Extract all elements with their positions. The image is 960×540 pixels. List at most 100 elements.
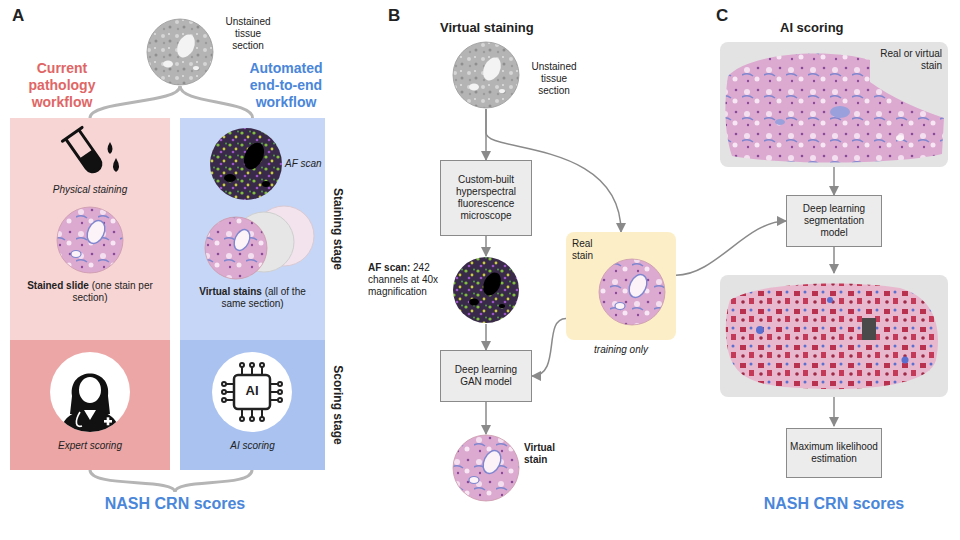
result-label: NASH CRN scores bbox=[734, 494, 934, 513]
virtual-stain-tissue-part bbox=[469, 477, 479, 484]
stage-label: Scoring stage bbox=[330, 325, 346, 485]
text-block: AI bbox=[234, 383, 270, 399]
connector bbox=[180, 86, 253, 118]
autofluorescence-scan bbox=[452, 256, 520, 324]
unstained-tissue-part bbox=[469, 84, 479, 91]
unstained-tissue-part bbox=[174, 32, 199, 61]
doctor-icon-part-part bbox=[78, 376, 102, 404]
doctor-icon-part-part bbox=[84, 410, 96, 420]
tissue-circle: Unstained tissue section bbox=[452, 41, 520, 109]
scoring-band: Expert scoring bbox=[10, 340, 170, 470]
staining-picture bbox=[10, 118, 170, 340]
text-block: AF scan bbox=[285, 158, 325, 170]
connector bbox=[532, 318, 566, 376]
text-block: Custom-built hyperspectral fluorescence … bbox=[444, 174, 528, 222]
staining-picture-part bbox=[57, 207, 123, 273]
staining-band: Physical stainingStained slide(one stain… bbox=[10, 118, 170, 340]
node-text: Real stain bbox=[572, 238, 593, 261]
tissue-circle: Virtual stain bbox=[452, 434, 520, 502]
connector bbox=[833, 167, 835, 195]
text-block: AI scoring bbox=[180, 440, 325, 452]
ai-chip-icon-part-part bbox=[278, 382, 282, 386]
text-block: training only bbox=[566, 344, 676, 356]
staining-picture-part bbox=[113, 158, 119, 172]
virtual-staining-picture-part bbox=[231, 227, 253, 253]
panel-letter: A bbox=[12, 6, 24, 26]
virtual-stain-tissue bbox=[452, 434, 520, 502]
doctor-icon-part-part bbox=[60, 410, 120, 436]
staining-picture-part bbox=[108, 142, 113, 154]
real-stain-tissue-part bbox=[599, 259, 665, 325]
text-block: Expert scoring bbox=[10, 440, 170, 452]
node-text: Maximum likelihood estimation bbox=[790, 441, 878, 464]
text-block: Real or virtual stain bbox=[880, 48, 942, 72]
virtual-staining-picture-part bbox=[205, 217, 267, 279]
text-block: Stained slide(one stain per section) bbox=[20, 280, 160, 304]
connector bbox=[485, 236, 487, 256]
panel-heading: Virtual staining bbox=[440, 20, 534, 36]
flow-arrow bbox=[833, 247, 835, 426]
staining-picture-part bbox=[71, 251, 81, 258]
process-box: Deep learning segmentation model bbox=[786, 195, 882, 247]
result-label: NASH CRN scores bbox=[75, 494, 275, 513]
connector bbox=[485, 324, 487, 350]
node-text: AI scoring bbox=[230, 440, 274, 451]
text-block: Virtual stains(all of the same section) bbox=[186, 286, 319, 310]
autofluorescence-scan-part bbox=[499, 304, 505, 308]
stained-slide-image bbox=[720, 42, 948, 167]
unstained-tissue-part bbox=[163, 61, 173, 68]
result-bracket-part bbox=[175, 470, 252, 492]
unstained-tissue bbox=[452, 41, 520, 109]
ai-chip-icon-part-part bbox=[278, 398, 282, 402]
doctor-icon-part-part bbox=[76, 412, 82, 426]
segmentation-output-part bbox=[827, 297, 833, 303]
node-text: AI bbox=[246, 383, 259, 398]
node-text: Virtual stain bbox=[524, 442, 555, 465]
stained-slide-image-part bbox=[896, 135, 904, 141]
flow-arrow-part bbox=[833, 397, 835, 426]
panel-letter: C bbox=[716, 6, 728, 26]
autofluorescence-scan-part bbox=[469, 299, 479, 306]
scoring-band: AI AI scoring bbox=[180, 340, 325, 470]
node-text: Unstained tissue section bbox=[531, 61, 576, 96]
text-block: Physical staining bbox=[10, 184, 170, 196]
text-block: Deep learning segmentation model bbox=[790, 203, 878, 239]
ai-chip-icon-part-part bbox=[260, 417, 264, 421]
stained-slide-image-part bbox=[775, 119, 785, 125]
stained-slide-image-part bbox=[725, 53, 944, 162]
staining-band: AF scanVirtual stains(all of the same se… bbox=[180, 118, 325, 340]
doctor-icon-part bbox=[50, 352, 130, 432]
panel-heading: AI scoring bbox=[780, 20, 844, 36]
autofluorescence-scan-part bbox=[480, 270, 505, 299]
segmentation-output-part bbox=[726, 284, 938, 390]
node-text: Deep learning GAN model bbox=[455, 364, 517, 387]
node-text: Virtual stains bbox=[199, 286, 262, 297]
virtual-staining-picture-part bbox=[210, 128, 282, 200]
result-bracket-part bbox=[90, 470, 175, 492]
node-text: Stained slide bbox=[27, 280, 89, 291]
flow-arrow-part bbox=[833, 247, 835, 273]
node-text: AF scan bbox=[285, 158, 322, 169]
ai-chip-icon-part-part bbox=[222, 382, 226, 386]
node-text: Expert scoring bbox=[58, 440, 122, 451]
ai-chip-icon-part-part bbox=[260, 363, 264, 367]
process-box: Deep learning GAN model bbox=[440, 350, 532, 402]
ai-chip-icon-part-part bbox=[234, 375, 270, 409]
node-text: Custom-built hyperspectral fluorescence … bbox=[456, 174, 516, 221]
result-bracket bbox=[90, 470, 252, 492]
process-box: Maximum likelihood estimation bbox=[786, 428, 882, 478]
segmentation-output-part bbox=[862, 318, 876, 340]
staining-picture-part bbox=[84, 218, 109, 247]
real-stain-tissue-part bbox=[626, 272, 651, 301]
ai-chip-icon-part-part bbox=[278, 390, 282, 394]
doctor-icon-part-part bbox=[70, 374, 110, 415]
ai-chip-icon-part-part bbox=[240, 363, 244, 367]
stained-slide-image-part bbox=[830, 106, 850, 118]
unstained-tissue-part bbox=[480, 55, 505, 84]
process-box: Custom-built hyperspectral fluorescence … bbox=[440, 160, 532, 236]
node-text: Physical staining bbox=[53, 184, 127, 195]
autofluorescence-scan-part bbox=[453, 257, 519, 323]
virtual-staining-picture-part bbox=[262, 181, 270, 187]
node-text: Deep learning segmentation model bbox=[803, 203, 865, 238]
